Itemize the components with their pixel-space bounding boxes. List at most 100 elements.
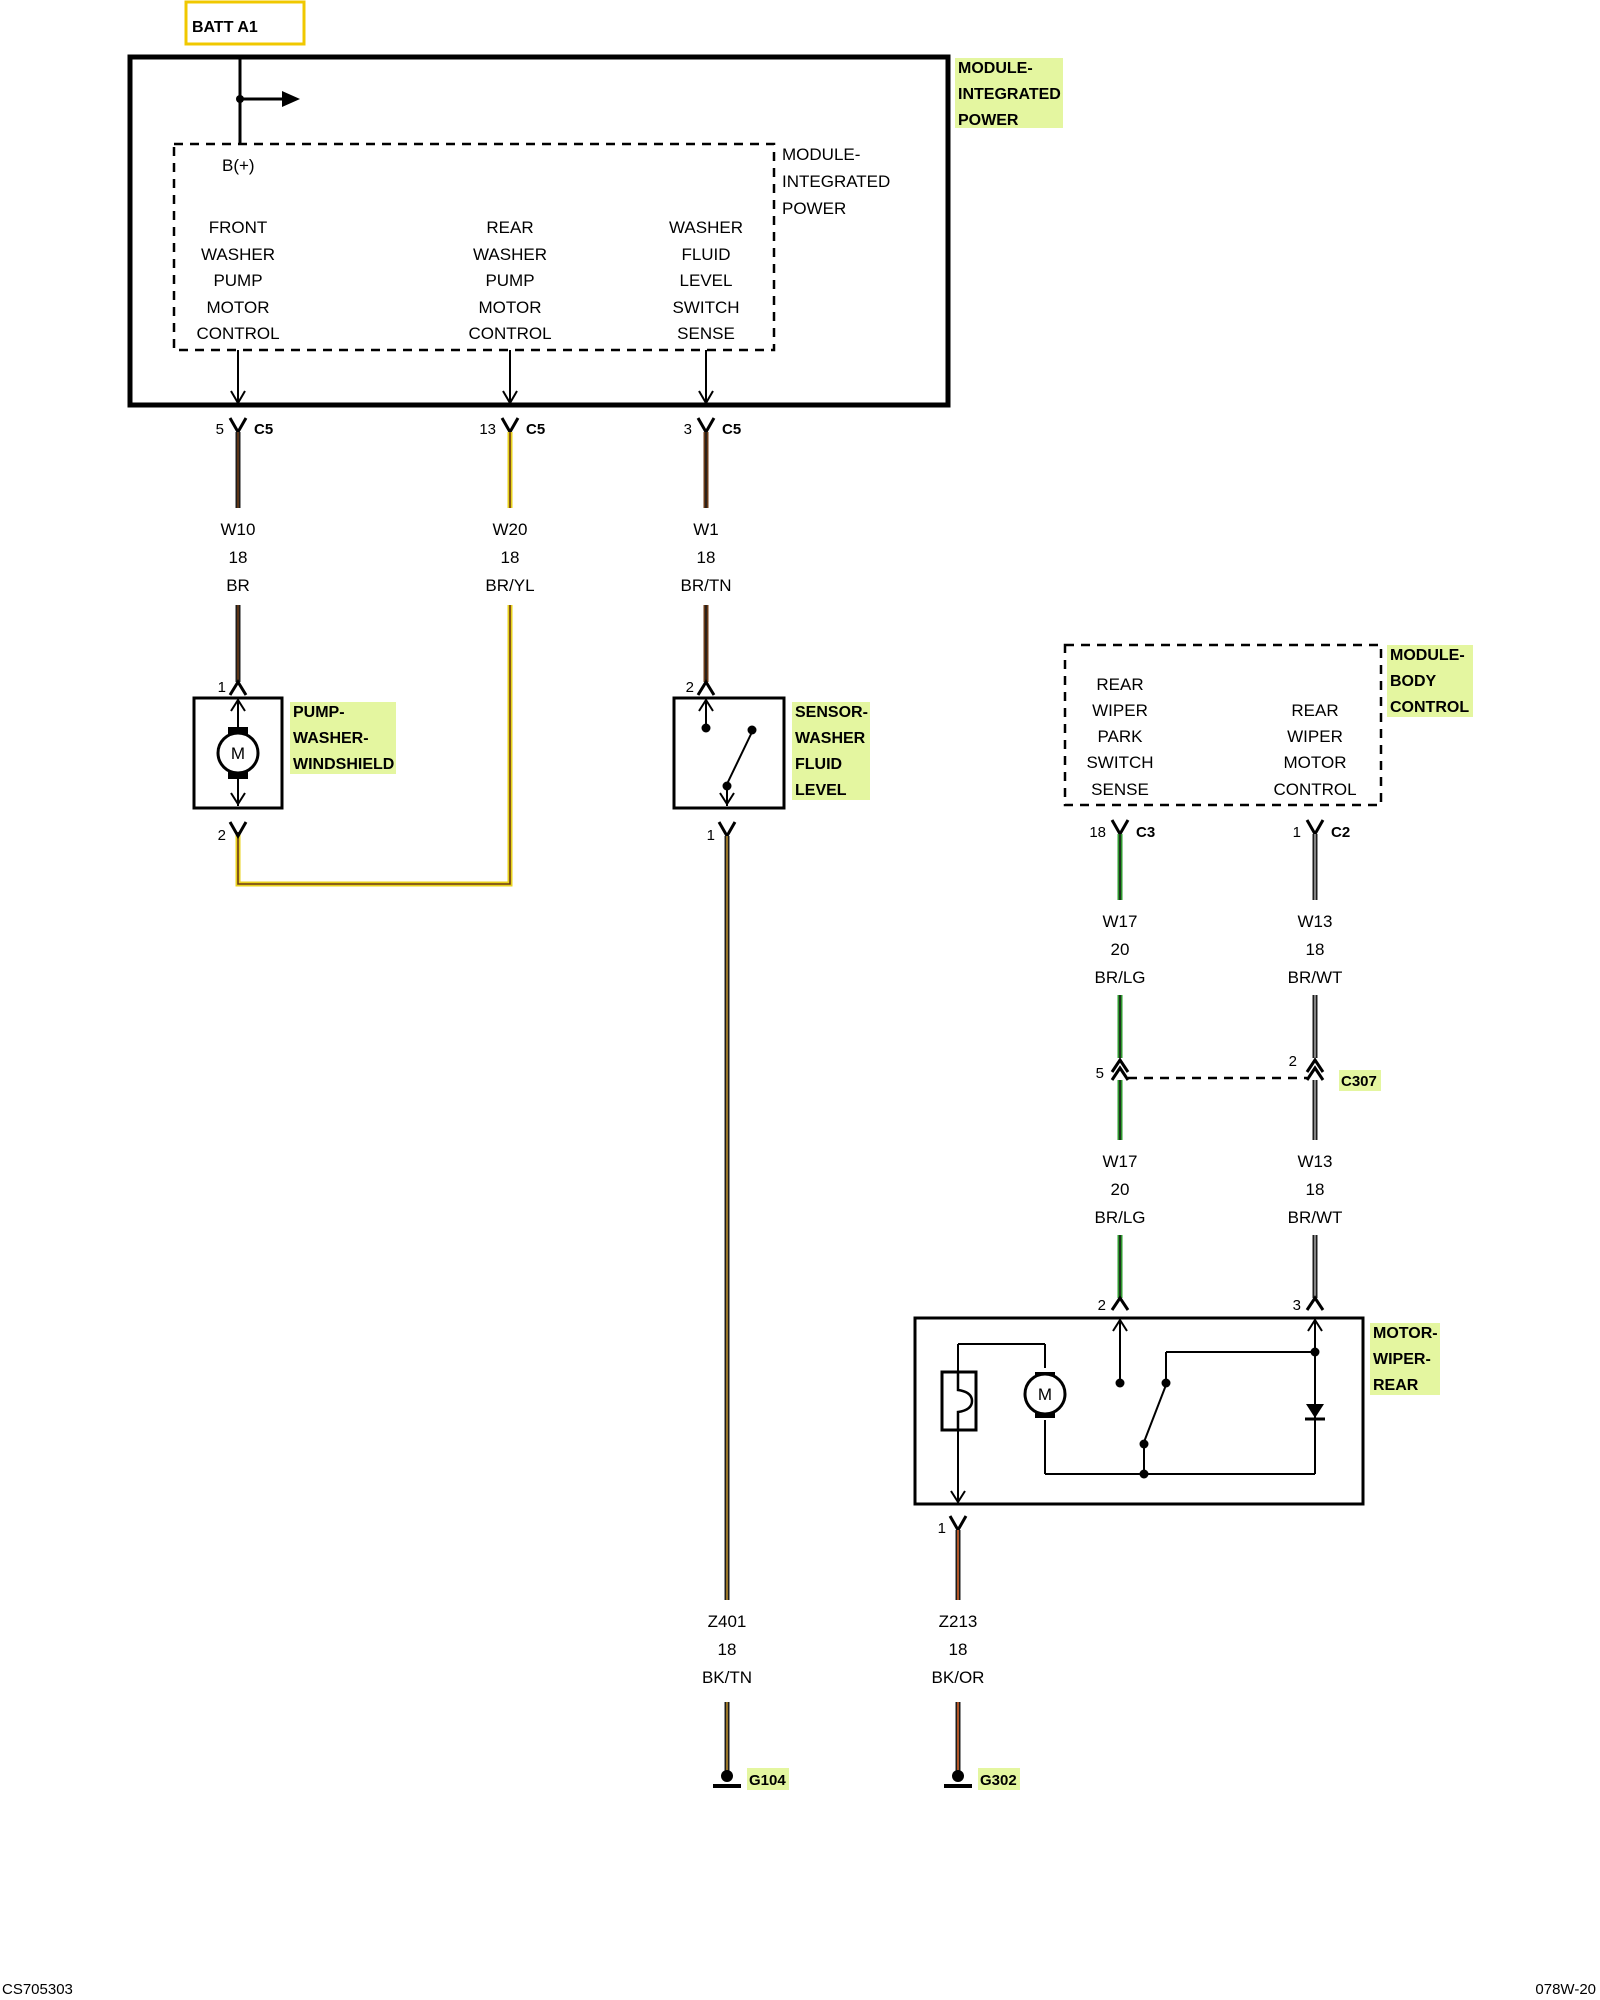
svg-text:CONTROL: CONTROL <box>468 324 551 343</box>
svg-text:WASHER: WASHER <box>201 245 275 264</box>
svg-text:SENSE: SENSE <box>677 324 735 343</box>
wire-w20: W20 18 BR/YL <box>235 432 535 887</box>
svg-text:FRONT: FRONT <box>209 218 268 237</box>
svg-text:SENSOR-: SENSOR- <box>795 704 868 721</box>
ipm-name: MODULE- INTEGRATED POWER <box>955 58 1063 129</box>
svg-text:REAR: REAR <box>1291 701 1338 720</box>
rear-wiper-motor: 2 3 M 1 <box>913 1295 1440 1537</box>
ground-g302: G302 <box>944 1768 1020 1790</box>
svg-text:REAR: REAR <box>1096 675 1143 694</box>
svg-text:PUMP: PUMP <box>485 271 534 290</box>
bcm-name: MODULE- BODY CONTROL <box>1387 645 1473 717</box>
svg-text:MODULE-: MODULE- <box>1390 647 1465 664</box>
svg-text:SWITCH: SWITCH <box>672 298 739 317</box>
svg-text:18: 18 <box>697 548 716 567</box>
svg-text:CONTROL: CONTROL <box>1273 780 1356 799</box>
svg-text:SENSE: SENSE <box>1091 780 1149 799</box>
svg-text:5: 5 <box>216 421 224 438</box>
svg-text:20: 20 <box>1111 940 1130 959</box>
svg-text:18: 18 <box>949 1640 968 1659</box>
svg-text:C5: C5 <box>526 421 545 438</box>
svg-text:BR/WT: BR/WT <box>1288 1208 1343 1227</box>
ipm-pin-3: 3 C5 <box>684 417 741 438</box>
svg-text:PUMP-: PUMP- <box>293 704 345 721</box>
svg-text:LEVEL: LEVEL <box>795 782 847 799</box>
svg-text:MOTOR: MOTOR <box>1284 753 1347 772</box>
svg-text:REAR: REAR <box>486 218 533 237</box>
svg-text:BR/YL: BR/YL <box>485 576 534 595</box>
wire-z401: Z401 18 BK/TN <box>702 836 752 1772</box>
bcm-pin-1: 1 C2 <box>1293 819 1350 841</box>
ipm-circuit-fluid-level: WASHER FLUID LEVEL SWITCH SENSE <box>669 218 743 343</box>
svg-text:WIPER: WIPER <box>1287 727 1343 746</box>
svg-text:WASHER-: WASHER- <box>293 730 369 747</box>
svg-text:3: 3 <box>684 421 692 438</box>
c307-label: C307 <box>1341 1073 1377 1090</box>
motor-pin-3: 3 <box>1293 1297 1301 1314</box>
svg-text:BODY: BODY <box>1390 673 1437 690</box>
svg-text:WASHER: WASHER <box>669 218 743 237</box>
svg-text:POWER: POWER <box>958 112 1019 129</box>
svg-text:MODULE-: MODULE- <box>958 60 1033 77</box>
svg-text:MOTOR: MOTOR <box>207 298 270 317</box>
rear-motor-name: MOTOR- WIPER- REAR <box>1370 1323 1440 1395</box>
pump-pin-1: 1 <box>218 679 226 696</box>
module-integrated-power: B(+) MODULE- INTEGRATED POWER MODULE- IN… <box>127 54 1063 408</box>
svg-text:BK/TN: BK/TN <box>702 1668 752 1687</box>
svg-text:18: 18 <box>229 548 248 567</box>
svg-text:INTEGRATED: INTEGRATED <box>782 172 890 191</box>
footer-left-code: CS705303 <box>2 1981 73 1998</box>
pump-motor-symbol: M <box>231 744 245 763</box>
svg-text:MOTOR: MOTOR <box>479 298 542 317</box>
svg-text:C5: C5 <box>722 421 741 438</box>
svg-text:C3: C3 <box>1136 824 1155 841</box>
svg-text:SWITCH: SWITCH <box>1086 753 1153 772</box>
svg-text:W17: W17 <box>1103 1152 1138 1171</box>
svg-text:18: 18 <box>1306 1180 1325 1199</box>
svg-text:18: 18 <box>501 548 520 567</box>
wire-w13-lower: W13 18 BR/WT <box>1288 1080 1343 1298</box>
rear-motor-symbol: M <box>1038 1385 1052 1404</box>
svg-text:CONTROL: CONTROL <box>196 324 279 343</box>
connector-c307: 5 2 C307 <box>1096 1053 1381 1091</box>
svg-text:WINDSHIELD: WINDSHIELD <box>293 756 394 773</box>
pump-pin-2: 2 <box>218 827 226 844</box>
ipm-circuit-front-washer: FRONT WASHER PUMP MOTOR CONTROL <box>196 218 279 343</box>
svg-text:CONTROL: CONTROL <box>1390 699 1469 716</box>
svg-text:PUMP: PUMP <box>213 271 262 290</box>
wire-w17-lower: W17 20 BR/LG <box>1094 1080 1146 1298</box>
ipm-inner-name: MODULE- INTEGRATED POWER <box>782 145 890 218</box>
svg-text:18: 18 <box>1306 940 1325 959</box>
ground-g104-label: G104 <box>749 1772 786 1789</box>
svg-text:W17: W17 <box>1103 912 1138 931</box>
svg-text:WASHER: WASHER <box>473 245 547 264</box>
washer-pump: 1 M 2 PUMP- WASHER- WINDSHIELD <box>192 679 396 844</box>
footer-right-code: 078W-20 <box>1535 1981 1596 1998</box>
bcm-circuit-park-switch: REAR WIPER PARK SWITCH SENSE <box>1086 675 1153 799</box>
wire-w13-upper: W13 18 BR/WT <box>1288 834 1342 1058</box>
ipm-circuit-rear-washer: REAR WASHER PUMP MOTOR CONTROL <box>468 218 551 343</box>
svg-text:W20: W20 <box>493 520 528 539</box>
svg-text:13: 13 <box>479 421 496 438</box>
svg-text:C2: C2 <box>1331 824 1350 841</box>
svg-text:W1: W1 <box>693 520 719 539</box>
motor-pin-2: 2 <box>1098 1297 1106 1314</box>
sensor-name: SENSOR- WASHER FLUID LEVEL <box>792 702 870 800</box>
wire-w1: W1 18 BR/TN <box>681 432 732 682</box>
fluid-level-sensor: 2 1 SENSOR- WASHER FLUID LEVEL <box>672 679 870 844</box>
svg-text:WASHER: WASHER <box>795 730 866 747</box>
svg-text:BR: BR <box>226 576 250 595</box>
svg-text:18: 18 <box>1089 824 1106 841</box>
wire-w10: W10 18 BR <box>221 432 256 682</box>
svg-text:PARK: PARK <box>1097 727 1143 746</box>
wire-w17-upper: W17 20 BR/LG <box>1094 834 1146 1058</box>
ground-g302-label: G302 <box>980 1772 1017 1789</box>
svg-text:INTEGRATED: INTEGRATED <box>958 86 1061 103</box>
ipm-pin-5: 5 C5 <box>216 417 273 438</box>
svg-text:WIPER: WIPER <box>1092 701 1148 720</box>
svg-text:W10: W10 <box>221 520 256 539</box>
ipm-output-arrows <box>230 350 714 405</box>
wire-z213: Z213 18 BK/OR <box>932 1530 984 1772</box>
svg-text:BR/LG: BR/LG <box>1094 968 1145 987</box>
